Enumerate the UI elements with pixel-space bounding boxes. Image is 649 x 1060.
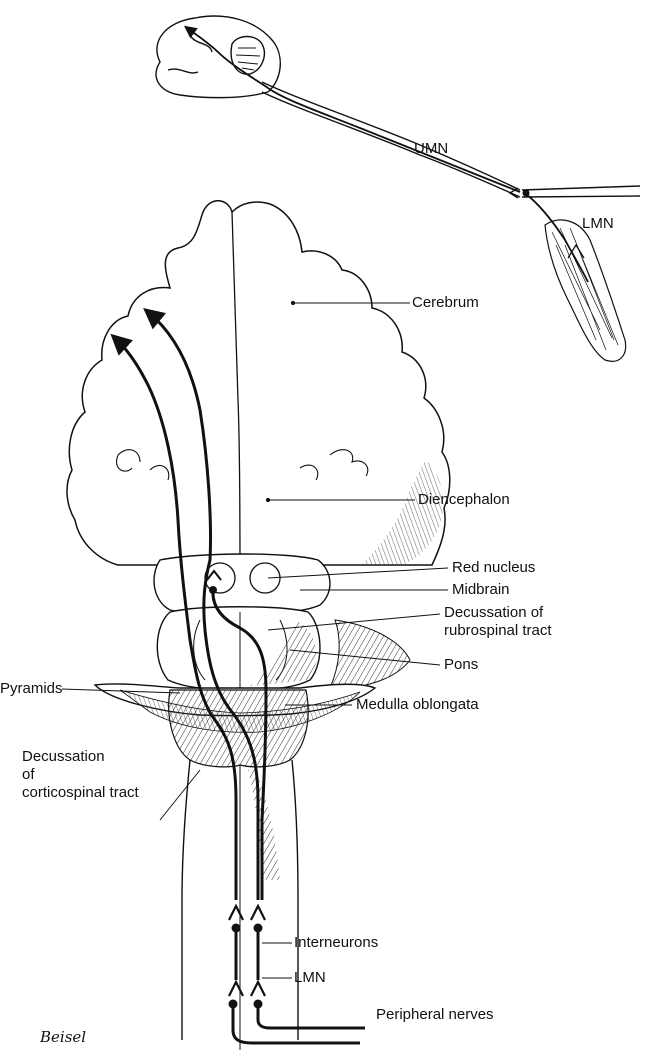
label-interneurons: Interneurons [294,934,378,952]
inset-cerebellum [231,37,264,75]
artist-signature: Beisel [40,1028,86,1046]
pyramids-shape [169,690,308,767]
label-lmn-inset: LMN [582,215,614,233]
label-pyramids: Pyramids [0,680,63,698]
label-decussation-rubrospinal-2: rubrospinal tract [444,622,552,640]
spinal-cord [182,760,298,1050]
label-pons: Pons [444,656,478,674]
lateral-shading [330,620,410,688]
label-peripheral-nerves: Peripheral nerves [376,1006,494,1024]
label-decussation-corticospinal-3: corticospinal tract [22,784,139,802]
inset-lmn-tract [526,194,588,282]
label-medulla-oblongata: Medulla oblongata [356,696,479,714]
peripheral-nerve-1 [233,1006,360,1043]
label-decussation-corticospinal-1: Decussation [22,748,105,766]
label-diencephalon: Diencephalon [418,491,510,509]
cerebrum-outline [67,201,450,565]
label-decussation-corticospinal-2: of [22,766,35,784]
label-umn: UMN [414,140,448,158]
label-lmn: LMN [294,969,326,987]
label-midbrain: Midbrain [452,581,510,599]
inset-muscle [545,220,626,361]
spinal-synapses [229,906,265,996]
interneuron-cells [232,924,263,981]
label-red-nucleus: Red nucleus [452,559,535,577]
inset-brain-lateral [156,16,640,197]
label-decussation-rubrospinal-1: Decussation of [444,604,543,622]
red-nucleus-neuron [209,586,217,594]
peripheral-nerve-2 [258,1006,365,1028]
label-cerebrum: Cerebrum [412,294,479,312]
